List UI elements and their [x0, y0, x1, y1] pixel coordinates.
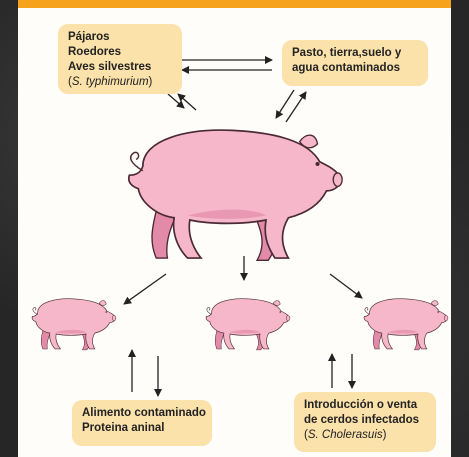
hosts-species: (S. typhimurium): [68, 75, 172, 90]
arrow-hosts-to-pig: [168, 94, 184, 108]
pig-illustration-center: [206, 299, 290, 350]
environment-line-1: Pasto, tierra,suelo y: [292, 46, 418, 61]
pig-illustration-main: [129, 130, 342, 260]
hosts-line-2: Roedores: [68, 45, 172, 60]
feed-line-2: Proteina aninal: [82, 421, 202, 436]
pig-illustration-left: [32, 299, 116, 350]
diagram-panel: Pájaros Roedores Aves silvestres (S. typ…: [18, 0, 451, 457]
trade-species-name: S. Cholerasuis: [308, 429, 383, 441]
hosts-line-3: Aves silvestres: [68, 60, 172, 75]
environment-box: Pasto, tierra,suelo y agua contaminados: [282, 40, 428, 86]
feed-box: Alimento contaminado Proteina aninal: [72, 400, 212, 446]
arrow-pig-to-right-pig: [330, 274, 362, 298]
feed-line-1: Alimento contaminado: [82, 406, 202, 421]
hosts-species-name: S. typhimurium: [72, 76, 149, 88]
trade-species: (S. Cholerasuis): [304, 428, 426, 443]
trade-line-2: de cerdos infectados: [304, 413, 426, 428]
trade-line-1: Introducción o venta: [304, 398, 426, 413]
hosts-species-close: ): [149, 76, 153, 88]
arrow-pig-to-hosts: [178, 94, 196, 110]
hosts-box: Pájaros Roedores Aves silvestres (S. typ…: [58, 24, 182, 94]
arrow-pig-to-left-pig: [124, 274, 166, 304]
arrow-pig-to-environment: [286, 92, 306, 122]
environment-line-2: agua contaminados: [292, 61, 418, 76]
pig-illustration-right: [364, 299, 448, 350]
trade-box: Introducción o venta de cerdos infectado…: [294, 392, 436, 452]
hosts-line-1: Pájaros: [68, 30, 172, 45]
trade-species-close: ): [383, 429, 387, 441]
